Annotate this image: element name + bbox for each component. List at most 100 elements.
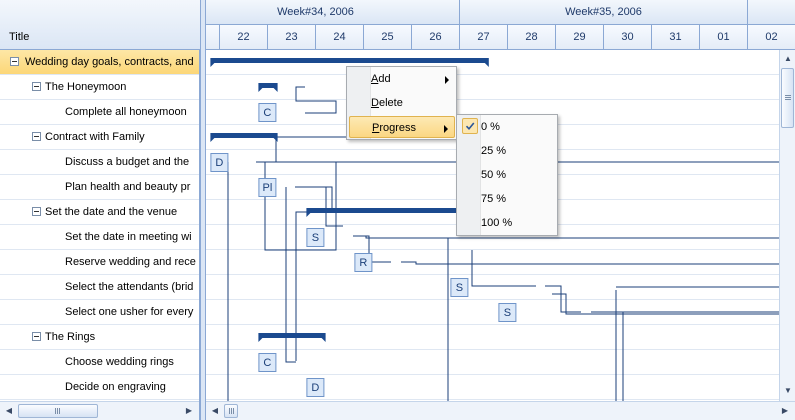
dependency-link bbox=[552, 293, 779, 315]
task-bar-label: S bbox=[456, 282, 463, 294]
summary-task-row[interactable]: Set the date and the venue bbox=[0, 200, 199, 225]
day-header: 21 bbox=[206, 25, 220, 50]
summary-bar-start bbox=[258, 88, 263, 92]
day-header: 01 bbox=[700, 25, 748, 50]
scroll-right-icon[interactable]: ▶ bbox=[185, 406, 193, 415]
arrow-right-icon bbox=[445, 76, 449, 84]
summary-bar-end bbox=[273, 88, 278, 92]
progress-option-25[interactable]: 25 % bbox=[481, 145, 507, 157]
summary-bar-end bbox=[484, 63, 489, 67]
task-row[interactable]: Plan health and beauty pr bbox=[0, 175, 199, 200]
progress-option-0[interactable]: 0 % bbox=[459, 116, 556, 138]
menu-item-add[interactable]: Add bbox=[349, 68, 455, 90]
task-title: Reserve wedding and rece bbox=[65, 256, 196, 268]
summary-bar bbox=[210, 58, 489, 63]
task-title: Complete all honeymoon bbox=[65, 106, 187, 118]
task-row[interactable]: Complete all honeymoon bbox=[0, 100, 199, 125]
task-bar-label: Pl bbox=[263, 182, 273, 194]
day-header: 29 bbox=[556, 25, 604, 50]
task-bar bbox=[450, 278, 469, 297]
scroll-right-icon[interactable]: ▶ bbox=[781, 406, 789, 415]
dependency-link bbox=[295, 86, 337, 114]
menu-item-progress[interactable]: Progress bbox=[349, 116, 455, 138]
day-header: 22 bbox=[220, 25, 268, 50]
title-column-label: Title bbox=[9, 31, 30, 43]
task-bar-label: D bbox=[311, 382, 319, 394]
day-header: 25 bbox=[364, 25, 412, 50]
task-title: Wedding day goals, contracts, and bbox=[25, 56, 194, 68]
menu-item-delete[interactable]: Delete bbox=[371, 97, 403, 109]
title-column-header[interactable]: Title bbox=[0, 0, 200, 50]
summary-bar-end bbox=[321, 338, 326, 342]
task-row[interactable]: Choose wedding rings bbox=[0, 350, 199, 375]
day-header: 30 bbox=[604, 25, 652, 50]
task-row[interactable]: Set the date in meeting wi bbox=[0, 225, 199, 250]
summary-bar bbox=[306, 208, 489, 213]
task-row[interactable]: Discuss a budget and the bbox=[0, 150, 199, 175]
scroll-left-icon[interactable]: ◀ bbox=[5, 406, 13, 415]
progress-option-100[interactable]: 100 % bbox=[481, 217, 513, 229]
task-title: Contract with Family bbox=[45, 131, 145, 143]
dependency-link bbox=[353, 235, 779, 239]
task-title: Decide on engraving bbox=[65, 381, 166, 393]
task-bar-label: S bbox=[312, 232, 319, 244]
scroll-down-icon[interactable]: ▼ bbox=[784, 386, 792, 395]
collapse-toggle-icon[interactable] bbox=[32, 332, 41, 341]
collapse-toggle-icon[interactable] bbox=[32, 132, 41, 141]
grid-horizontal-scrollbar[interactable]: ◀ ▶ bbox=[0, 401, 199, 420]
scroll-up-icon[interactable]: ▲ bbox=[784, 54, 792, 63]
task-bar bbox=[306, 378, 325, 397]
summary-bar-start bbox=[258, 338, 263, 342]
summary-bar bbox=[258, 333, 326, 338]
task-bar bbox=[258, 178, 277, 197]
task-bar bbox=[306, 228, 325, 247]
day-header: 28 bbox=[508, 25, 556, 50]
summary-bar bbox=[258, 83, 278, 88]
chart-horizontal-thumb[interactable] bbox=[224, 404, 238, 418]
task-row[interactable]: Reserve wedding and rece bbox=[0, 250, 199, 275]
week-header: Week#35, 2006 bbox=[460, 0, 748, 25]
day-header-row: 21222324252627282930310102 bbox=[206, 25, 795, 50]
check-icon bbox=[462, 118, 478, 134]
task-bar bbox=[258, 353, 277, 372]
day-header: 02 bbox=[748, 25, 795, 50]
chart-vertical-scrollbar[interactable]: ▲ ▼ bbox=[779, 50, 795, 401]
summary-bar-end bbox=[273, 138, 278, 142]
summary-bar-start bbox=[210, 138, 215, 142]
task-bar bbox=[354, 253, 373, 272]
summary-bar-start bbox=[306, 213, 311, 217]
task-bar bbox=[258, 103, 277, 122]
task-title: Set the date in meeting wi bbox=[65, 231, 192, 243]
grid-chart-splitter[interactable] bbox=[200, 0, 206, 420]
collapse-toggle-icon[interactable] bbox=[32, 82, 41, 91]
task-row[interactable]: Select one usher for every bbox=[0, 300, 199, 325]
grid-scroll-thumb[interactable] bbox=[18, 404, 98, 418]
summary-task-row[interactable]: The Rings bbox=[0, 325, 199, 350]
dependency-link bbox=[264, 162, 337, 251]
task-bar-label: C bbox=[263, 107, 271, 119]
scroll-left-icon[interactable]: ◀ bbox=[211, 406, 219, 415]
chart-horizontal-scrollbar[interactable]: ◀ ▶ bbox=[206, 401, 795, 420]
summary-bar-start bbox=[210, 63, 215, 67]
collapse-toggle-icon[interactable] bbox=[10, 57, 19, 66]
task-bar-label: D bbox=[215, 157, 223, 169]
task-bar-label: S bbox=[504, 307, 511, 319]
progress-option-50[interactable]: 50 % bbox=[481, 169, 507, 181]
progress-option-75[interactable]: 75 % bbox=[481, 193, 507, 205]
summary-task-row[interactable]: The Honeymoon bbox=[0, 75, 199, 100]
progress-submenu: 0 % 25 % 50 % 75 % 100 % bbox=[456, 114, 558, 236]
chart-vertical-thumb[interactable] bbox=[781, 68, 794, 128]
task-row[interactable]: Select the attendants (brid bbox=[0, 275, 199, 300]
collapse-toggle-icon[interactable] bbox=[32, 207, 41, 216]
summary-task-row[interactable]: Contract with Family bbox=[0, 125, 199, 150]
task-title: The Honeymoon bbox=[45, 81, 127, 93]
week-header: Week#34, 2006 bbox=[206, 0, 460, 25]
day-header: 27 bbox=[460, 25, 508, 50]
task-bar bbox=[498, 303, 517, 322]
task-row[interactable]: Decide on engraving bbox=[0, 375, 199, 400]
summary-task-row[interactable]: Wedding day goals, contracts, and bbox=[0, 50, 199, 75]
dependency-link bbox=[471, 250, 536, 287]
arrow-right-icon bbox=[444, 125, 448, 133]
